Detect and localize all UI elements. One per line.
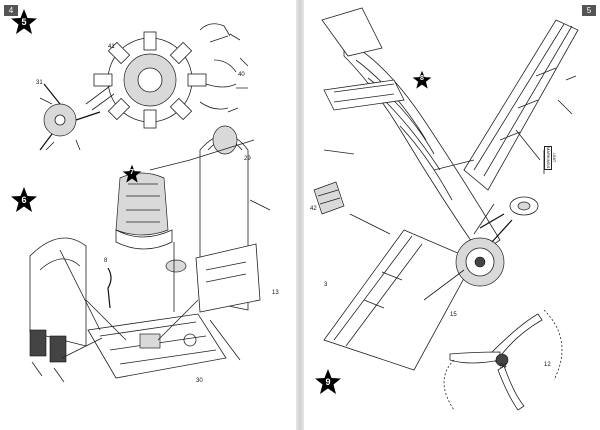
part-callout: 34 [500, 364, 507, 370]
step-number: 6 [21, 195, 27, 205]
part-callout: 31 [36, 80, 43, 86]
part-callout: 15 [450, 312, 457, 318]
step-number: 7 [130, 169, 134, 176]
page-number: 5 [582, 5, 596, 16]
page-number: 4 [4, 5, 18, 16]
star-icon [11, 9, 37, 34]
star-icon [11, 187, 37, 212]
step-badge: 5 [10, 8, 38, 36]
engine-and-cockpit-diagram [29, 23, 271, 383]
part-callout: 8 [104, 258, 108, 264]
part-callout: 41 [108, 44, 115, 50]
step-number: 8 [420, 75, 424, 82]
step-badge: 7 [122, 164, 142, 184]
step-badge: 8 [412, 70, 432, 90]
part-callout: 13 [272, 290, 279, 296]
star-icon [412, 70, 432, 89]
step-badge: 9 [314, 368, 342, 396]
left-page: 4 [0, 0, 296, 430]
cockpit-drawing [29, 125, 271, 383]
step-number: 5 [21, 17, 27, 27]
star-icon [122, 164, 142, 183]
decal-text: UNIT MARKINGS [546, 147, 557, 169]
radial-engine-drawing [39, 23, 249, 151]
step-badge: 6 [10, 186, 38, 214]
right-page: 5 [304, 0, 600, 430]
star-icon [315, 369, 341, 394]
part-callout: 30 [196, 378, 203, 384]
airframe-assembly-diagram [313, 7, 579, 411]
step-number: 9 [325, 377, 331, 387]
part-callout: 29 [244, 156, 251, 162]
part-callout: 40 [238, 72, 245, 78]
part-callout: 12 [544, 362, 551, 368]
book-gutter [296, 0, 304, 430]
part-callout: 42 [310, 206, 317, 212]
decal-strip: UNIT MARKINGS [544, 146, 557, 170]
part-callout: 3 [324, 282, 328, 288]
